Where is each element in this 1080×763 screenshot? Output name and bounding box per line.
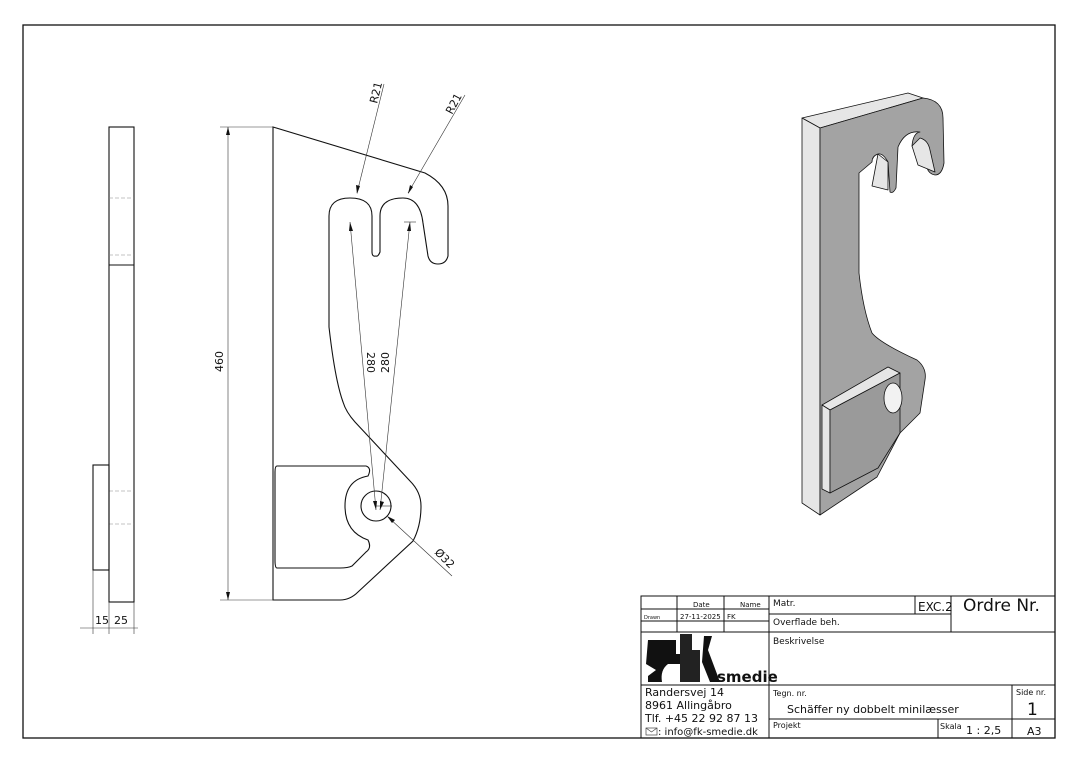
date-header: Date (693, 601, 710, 609)
drawing-title: Schäffer ny dobbelt minilæsser (787, 703, 959, 716)
inner-cutout (274, 465, 371, 569)
pin-diameter-label: Ø32 (432, 546, 457, 571)
isometric-view (801, 92, 945, 516)
description-label: Beskrivelse (773, 637, 825, 647)
scale-value: 1 : 2,5 (966, 724, 1001, 737)
email[interactable]: : info@fk-smedie.dk (658, 727, 758, 738)
title-block: Date Name Drawn 27-11-2025 FK Matr. EXC.… (640, 595, 1056, 739)
drawn-date: 27-11-2025 (680, 613, 721, 621)
name-header: Name (740, 601, 761, 609)
logo-text: smedie (717, 668, 778, 686)
page-label: Side nr. (1016, 688, 1046, 697)
surface-label: Overflade beh. (773, 618, 840, 628)
address-line1: Randersvej 14 (645, 686, 724, 699)
radius-left-label: R21 (367, 81, 385, 105)
distance-right-label: 280 (379, 352, 392, 373)
iso-pin-hole (883, 382, 903, 414)
project-label: Projekt (773, 721, 801, 730)
scale-label: Skala (940, 722, 962, 731)
page-number: 1 (1027, 700, 1038, 720)
material-label: Matr. (773, 599, 796, 609)
front-view: 460 R21 R21 280 280 Ø32 (213, 81, 466, 601)
envelope-icon (645, 727, 658, 736)
drawn-label: Drawn (644, 615, 660, 621)
plate-side (108, 126, 135, 603)
order-label: Ordre Nr. (963, 596, 1040, 616)
side-view: 15 25 (80, 126, 138, 634)
drawing-number-label: Tegn. nr. (772, 689, 807, 698)
material-value: EXC.2 (918, 600, 953, 614)
drawing-frame (22, 24, 1056, 739)
drawn-name: FK (727, 613, 736, 621)
phone: Tlf. +45 22 92 87 13 (644, 712, 758, 725)
radius-right-label: R21 (443, 91, 465, 116)
flange-thickness-label: 15 (95, 614, 109, 627)
height-dimension-label: 460 (213, 351, 226, 372)
flange-side (92, 464, 110, 571)
plate-thickness-label: 25 (114, 614, 128, 627)
address-line2: 8961 Allingåbro (645, 699, 732, 712)
distance-left-label: 280 (364, 352, 377, 373)
company-logo: smedie (646, 634, 778, 686)
bracket-outline (272, 126, 449, 601)
paper-size: A3 (1027, 725, 1042, 738)
